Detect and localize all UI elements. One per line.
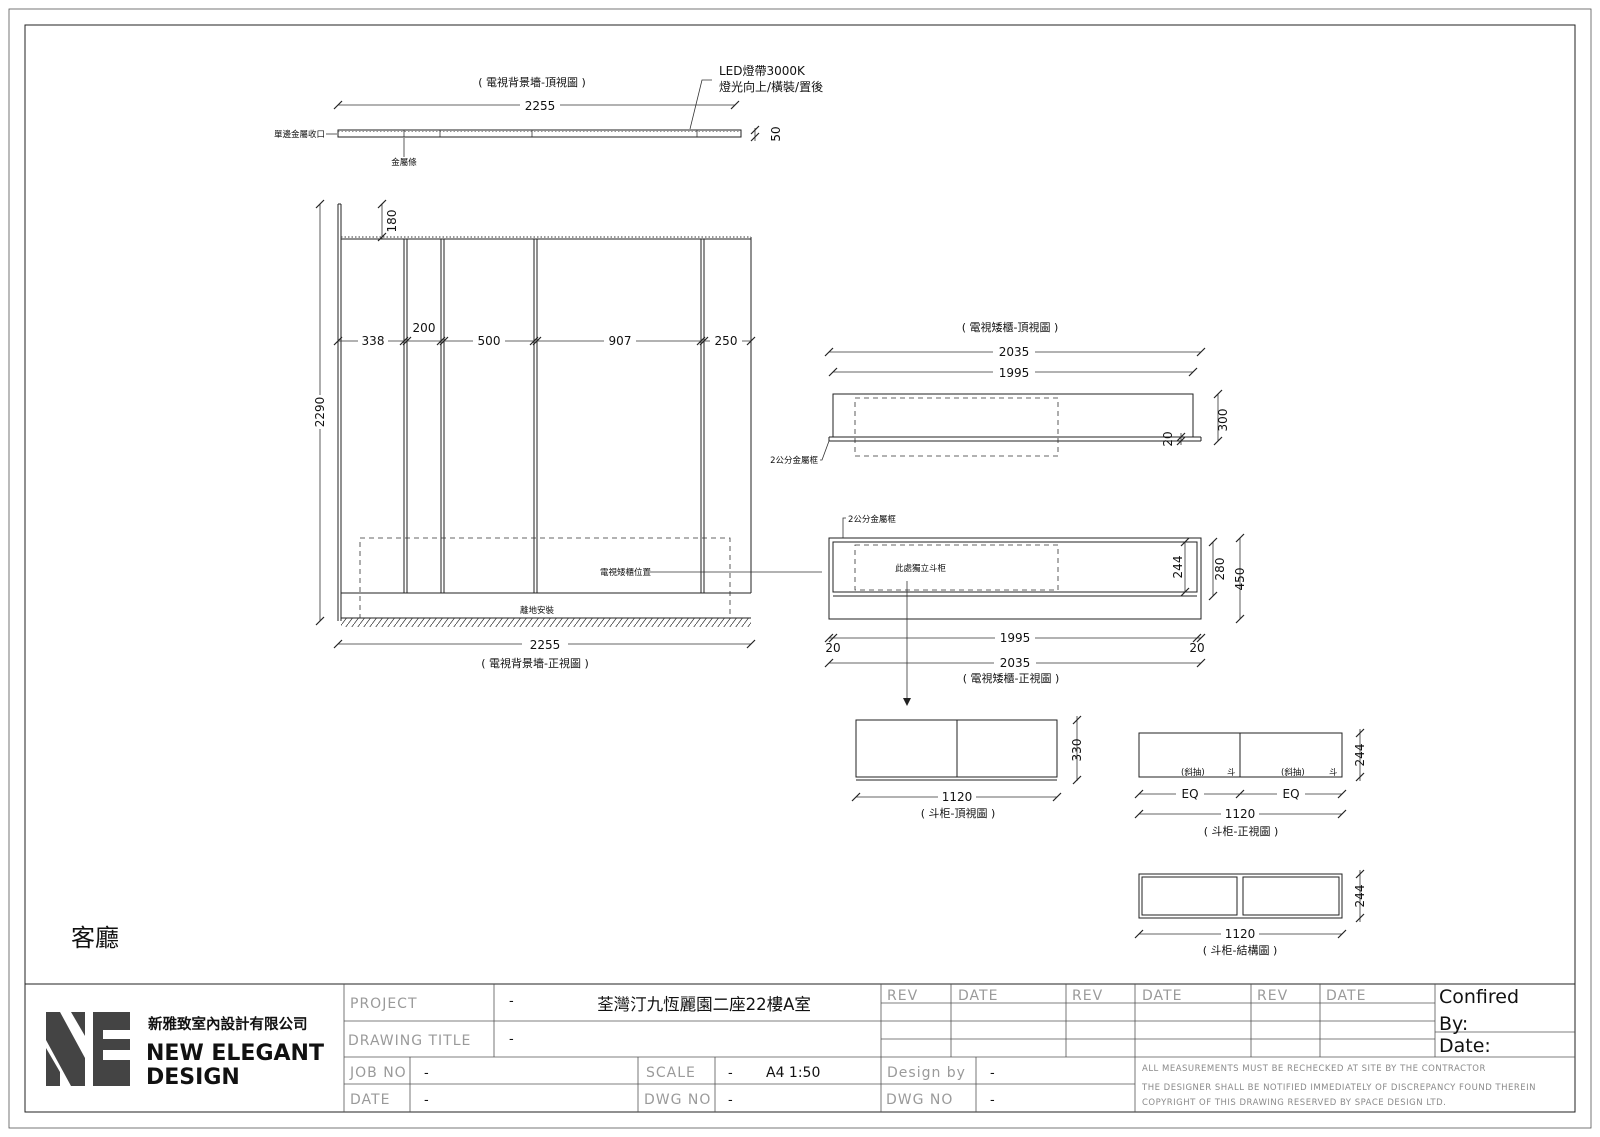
tv-wall-top-view: ( 電視背景墻-頂視圖 ) 2255 50 LED燈帶3000K 燈光向上/橫裝… [274,63,823,168]
design-by-label: Design by [887,1065,966,1081]
dwg-no-value-2: - [990,1093,995,1108]
title-block: 新雅致室內設計有限公司 NEW ELEGANT DESIGN PROJECT -… [25,983,1575,1112]
cabinet-top-depth-dim: 300 [1216,409,1230,432]
drawer-structure-height-dim: 244 [1353,885,1367,908]
disclaimer-2: THE DESIGNER SHALL BE NOTIFIED IMMEDIATE… [1141,1083,1536,1093]
design-by-value: - [990,1066,995,1081]
rev-label-2: REV [1072,988,1103,1004]
floor-note: 離地安裝 [520,605,555,616]
segment-3: 500 [478,334,501,348]
rev-label-3: REV [1257,988,1288,1004]
drawer-top-depth-dim: 330 [1070,739,1084,762]
led-note-2: 燈光向上/橫裝/置後 [719,79,823,94]
edge-note: 單邊金屬收口 [274,129,325,140]
rev-date-label-1: DATE [958,988,998,1004]
dwg-no-value: - [728,1093,733,1108]
drawer-front-width-dim: 1120 [1225,807,1256,821]
drawer-eq-left: EQ [1181,787,1198,801]
rev-date-label-2: DATE [1142,988,1182,1004]
strip-note: 金屬條 [391,157,417,168]
cabinet-inner-height-dim: 244 [1171,556,1185,579]
drawer-right-label: (斜抽) [1281,767,1305,778]
project-dash: - [509,994,514,1009]
cabinet-top-outer-dim: 2035 [999,345,1030,359]
segment-5: 250 [715,334,738,348]
top-gap-dim: 180 [385,210,399,233]
cabinet-mid-height-dim: 280 [1213,558,1227,581]
tv-cabinet-top-title: ( 電視矮櫃-頂視圖 ) [962,320,1059,334]
outer-border [8,8,1592,1129]
tv-wall-top-width-dim: 2255 [525,99,556,113]
drawer-eq-right: EQ [1282,787,1299,801]
tv-wall-top-title: ( 電視背景墻-頂視圖 ) [478,75,586,89]
company-name-en-2: DESIGN [146,1065,240,1090]
cabinet-front-outer-dim: 2035 [1000,656,1031,670]
cabinet-top-inner-dim: 1995 [999,366,1030,380]
drawer-left-label: (斜抽) [1181,767,1205,778]
confirmed-label: Confired [1439,986,1519,1008]
tv-wall-front-view: 180 2290 338 200 500 907 250 電視矮櫃位置 離地安裝… [312,199,822,670]
confirm-by-label: By: [1439,1013,1468,1035]
company-logo [46,1012,130,1086]
drawer-front-view: (斜抽) 斗 (斜抽) 斗 244 EQ EQ 1120 ( 斗柜-正視圖 ) [1134,728,1367,838]
drawer-top-view: 330 1120 ( 斗柜-頂視圖 ) [851,715,1084,820]
tv-wall-top-depth-dim: 50 [769,126,783,141]
tv-cabinet-front-view: 2公分金屬框 此處獨立斗柜 244 280 450 1995 20 20 203… [824,514,1247,706]
disclaimer-3: COPYRIGHT OF THIS DRAWING RESERVED BY SP… [1142,1098,1446,1108]
cabinet-total-height-dim: 450 [1233,568,1247,591]
drawer-right-sub: 斗 [1329,768,1338,778]
disclaimer-1: ALL MEASUREMENTS MUST BE RECHECKED AT SI… [1142,1064,1486,1074]
cabinet-side-right-dim: 20 [1189,641,1204,655]
scale-label: SCALE [646,1065,696,1081]
segment-2: 200 [413,321,436,335]
tv-wall-front-title: ( 電視背景墻-正視圖 ) [481,656,589,670]
company-name-en-1: NEW ELEGANT [146,1041,324,1066]
project-label: PROJECT [350,996,418,1012]
drawer-front-title: ( 斗柜-正視圖 ) [1204,824,1279,838]
dwg-no-label-2: DWG NO [886,1092,953,1108]
drawing-title-value: - [509,1032,514,1047]
cabinet-side-left-dim: 20 [825,641,840,655]
cabinet-top-frame-note: 2公分金屬框 [770,455,818,466]
drawer-front-height-dim: 244 [1353,744,1367,767]
confirm-date-label: Date: [1439,1035,1491,1057]
cabinet-front-frame-note: 2公分金屬框 [848,514,896,525]
rev-date-label-3: DATE [1326,988,1366,1004]
tv-cabinet-top-view: ( 電視矮櫃-頂視圖 ) 2035 1995 300 20 2公分金屬框 [770,320,1230,466]
drawer-left-sub: 斗 [1227,768,1236,778]
cabinet-position-note: 電視矮櫃位置 [600,567,652,578]
date-value: - [424,1093,429,1108]
drawer-structure-view: 244 1120 ( 斗柜-結構圖 ) [1134,869,1367,957]
drawer-structure-width-dim: 1120 [1225,927,1256,941]
company-name-cn: 新雅致室內設計有限公司 [148,1015,308,1033]
job-no-label: JOB NO [349,1065,407,1081]
scale-dash: - [728,1066,733,1081]
project-value: 荃灣汀九恆麗園二座22樓A室 [597,995,811,1014]
room-label: 客廳 [71,924,119,952]
drawer-note: 此處獨立斗柜 [895,563,947,574]
dwg-no-label: DWG NO [644,1092,711,1108]
frame-thickness-dim: 20 [1161,431,1175,446]
job-no-value: - [424,1066,429,1081]
inner-border [24,24,1576,1113]
cabinet-front-inner-dim: 1995 [1000,631,1031,645]
rev-label-1: REV [887,988,918,1004]
drawing-title-label: DRAWING TITLE [348,1033,471,1049]
scale-value: A4 1:50 [766,1065,820,1081]
led-note-1: LED燈帶3000K [719,63,806,78]
drawer-top-title: ( 斗柜-頂視圖 ) [921,806,996,820]
segment-4: 907 [609,334,632,348]
front-width-dim: 2255 [530,638,561,652]
tv-cabinet-front-title: ( 電視矮櫃-正視圖 ) [963,671,1060,685]
segment-1: 338 [362,334,385,348]
date-label: DATE [350,1092,390,1108]
drawer-structure-title: ( 斗柜-結構圖 ) [1203,943,1278,957]
drawer-top-width-dim: 1120 [942,790,973,804]
height-dim: 2290 [313,397,327,428]
